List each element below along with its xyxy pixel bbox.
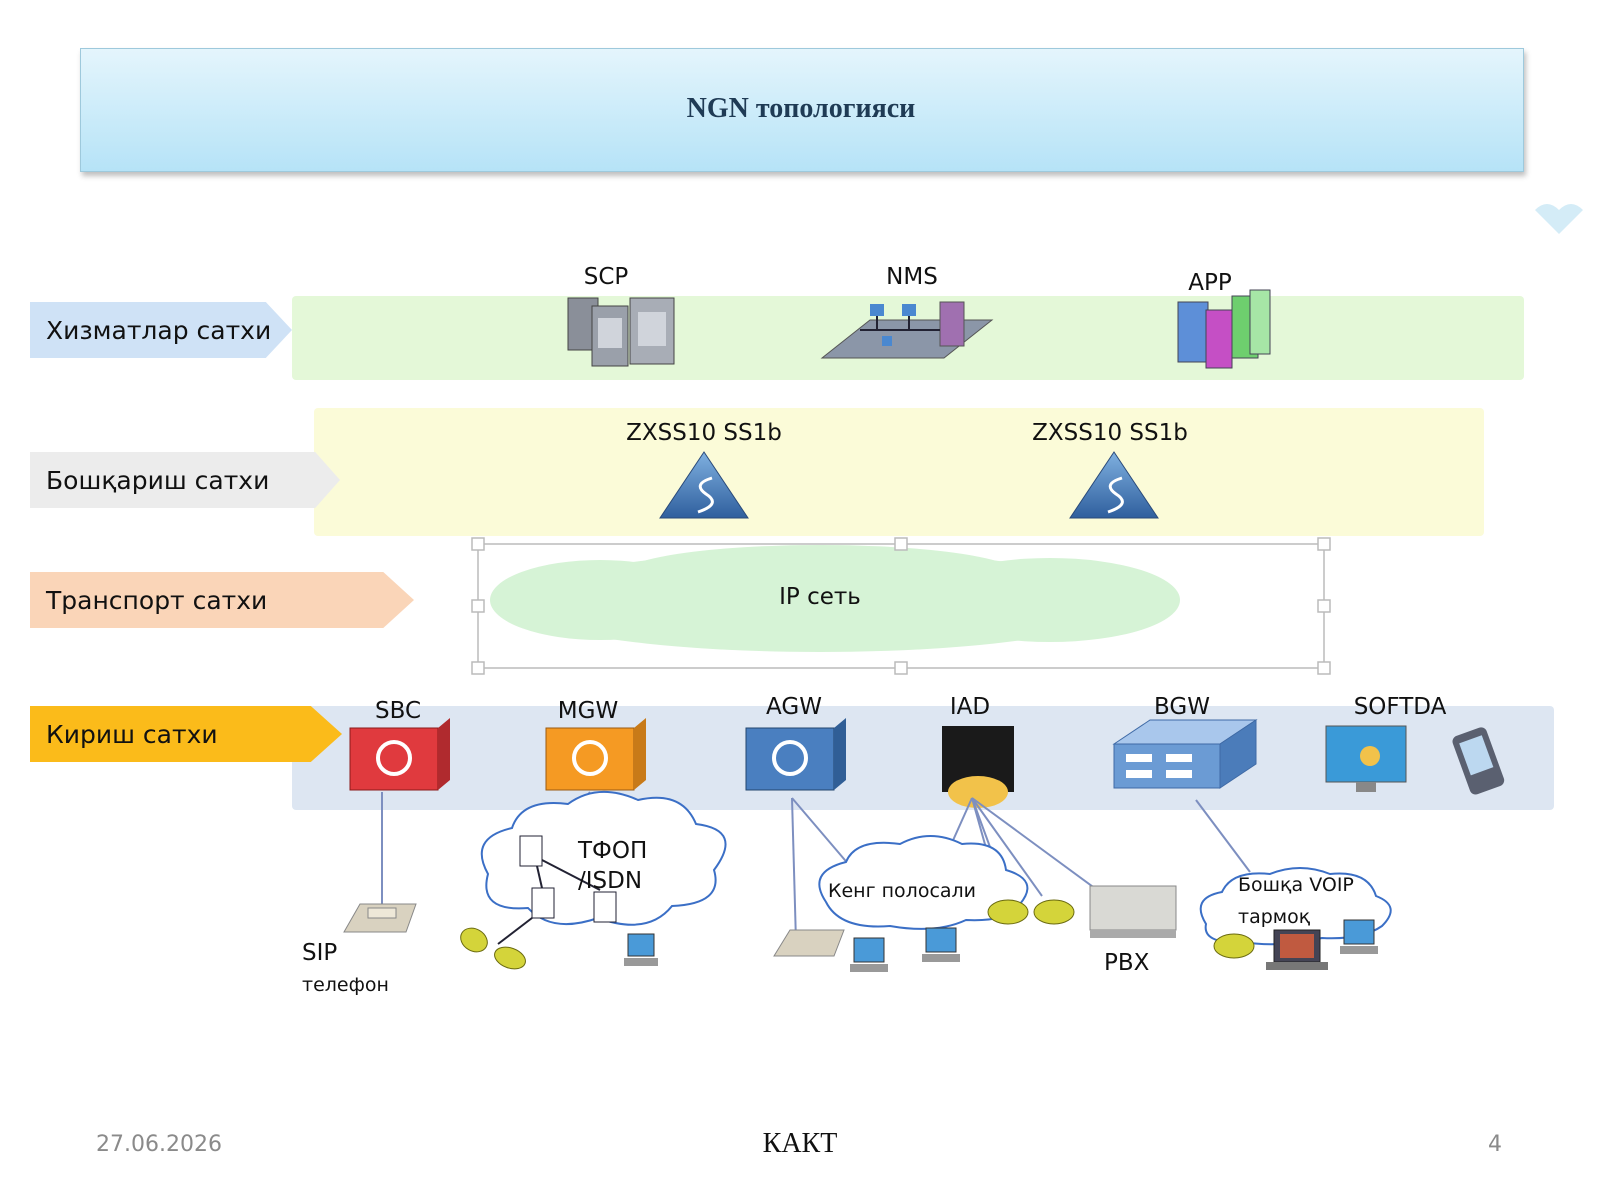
bgw-label: BGW — [1154, 694, 1210, 720]
softswitch-1-icon — [659, 451, 749, 519]
mgw-label: MGW — [557, 698, 619, 724]
other-voip-label-line2: тармоқ — [1238, 906, 1311, 928]
pstn-label-line2: /ISDN — [578, 868, 643, 894]
softswitch-2-icon — [1069, 451, 1159, 519]
pstn-phone-2-icon — [494, 946, 526, 970]
voip-laptop-icon — [1266, 929, 1328, 970]
iad-device-icon — [942, 726, 1014, 808]
transport-layer-label: Транспорт сатхи — [30, 572, 414, 628]
broadband-computer-1-icon — [850, 937, 888, 972]
sbc-device-icon — [349, 718, 450, 791]
other-voip-cloud — [1199, 867, 1392, 946]
pbx-device-icon — [1089, 885, 1177, 938]
corner-decoration-icon — [1535, 204, 1583, 234]
broadband-computer-2-icon — [922, 927, 960, 962]
nms-label: NMS — [886, 264, 938, 290]
softda-label: SOFTDA — [1353, 694, 1447, 720]
selection-frame — [471, 537, 1331, 675]
nms-network-icon — [820, 301, 994, 359]
iad-label: IAD — [949, 694, 991, 720]
softswitch-1-label: ZXSS10 SS1b — [626, 420, 782, 446]
voip-computer-icon — [1340, 919, 1378, 954]
softswitch-2-label: ZXSS10 SS1b — [1032, 420, 1188, 446]
pstn-computer-icon — [624, 933, 658, 966]
title-banner — [80, 48, 1524, 172]
footer-center-text: КАКТ — [762, 1128, 838, 1159]
pbx-label: PBX — [1104, 950, 1150, 976]
page-number: 4 — [1488, 1132, 1502, 1157]
bgw-device-icon — [1112, 719, 1258, 789]
scp-server-icon — [567, 297, 675, 367]
services-layer-label: Хизматлар сатхи — [30, 302, 292, 358]
app-label: APP — [1188, 270, 1232, 296]
sip-phone-label-line2: телефон — [302, 974, 389, 996]
pstn-cloud — [480, 790, 727, 945]
scp-label: SCP — [583, 264, 629, 290]
broadband-label: Кенг полосали — [828, 880, 977, 902]
footer-date: 27.06.2026 — [96, 1132, 222, 1157]
broadband-cloud — [818, 835, 1029, 930]
voip-phone-icon — [1213, 933, 1255, 959]
softda-device-icon — [1325, 725, 1505, 795]
agw-device-icon — [745, 718, 846, 791]
control-layer-band — [314, 408, 1484, 536]
access-layer-label: Кириш сатхи — [30, 706, 342, 762]
iad-phone-1-icon — [987, 899, 1029, 925]
sbc-label: SBC — [374, 698, 422, 724]
pstn-phone-1-icon — [460, 927, 488, 953]
ip-network-cloud — [490, 545, 1180, 652]
agw-label: AGW — [766, 694, 822, 720]
iad-phone-2-icon — [1033, 899, 1075, 925]
control-layer-label: Бошқариш сатхи — [30, 452, 340, 508]
slide-title: NGN топологияси — [686, 93, 916, 124]
other-voip-label-line1: Бошқа VOIP — [1238, 874, 1354, 896]
app-server-icon — [1177, 289, 1271, 369]
broadband-sip-phone-icon — [773, 929, 845, 957]
pstn-label-line1: ТФОП — [578, 838, 648, 864]
sip-phone-label-line1: SIP — [302, 940, 338, 966]
ip-network-label: IP сеть — [779, 584, 861, 610]
sip-phone-icon — [343, 903, 417, 933]
mgw-device-icon — [545, 718, 646, 791]
